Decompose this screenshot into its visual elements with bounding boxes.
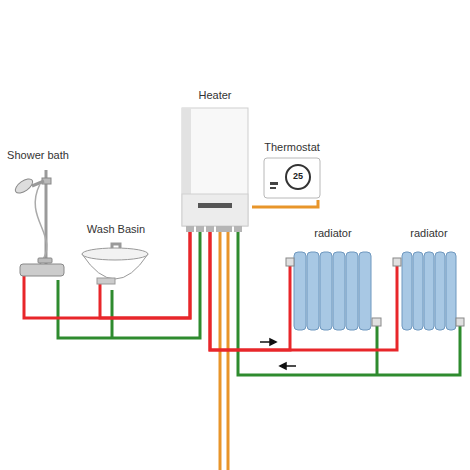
pipe-connector xyxy=(210,232,290,350)
thermostat-unit: Thermostat xyxy=(258,140,326,200)
node-label: radiator xyxy=(392,226,466,240)
basin-unit: Wash Basin xyxy=(80,222,152,302)
node-label: Shower bath xyxy=(2,148,74,162)
node-label: Wash Basin xyxy=(80,222,152,236)
heater-illustration xyxy=(182,108,248,232)
node-label: Thermostat xyxy=(258,140,326,154)
thermostat-illustration xyxy=(264,158,320,198)
basin-illustration xyxy=(82,244,148,284)
shower-illustration xyxy=(13,170,64,276)
shower-unit: Shower bath xyxy=(2,148,74,282)
pipe-connector xyxy=(100,232,190,318)
pipe-connector xyxy=(24,232,190,318)
radiator-illustration xyxy=(286,252,381,330)
radiator-illustration xyxy=(393,252,464,330)
node-label: radiator xyxy=(286,226,380,240)
return-pipes xyxy=(58,232,460,375)
heater-unit: Heater xyxy=(178,88,252,232)
pipe-connector xyxy=(252,200,318,207)
radiator-unit: radiator xyxy=(286,226,380,335)
pipe-connector xyxy=(210,232,397,350)
display-reading: 25 xyxy=(293,171,303,181)
node-label: Heater xyxy=(178,88,252,102)
radiator-unit: radiator xyxy=(392,226,466,335)
